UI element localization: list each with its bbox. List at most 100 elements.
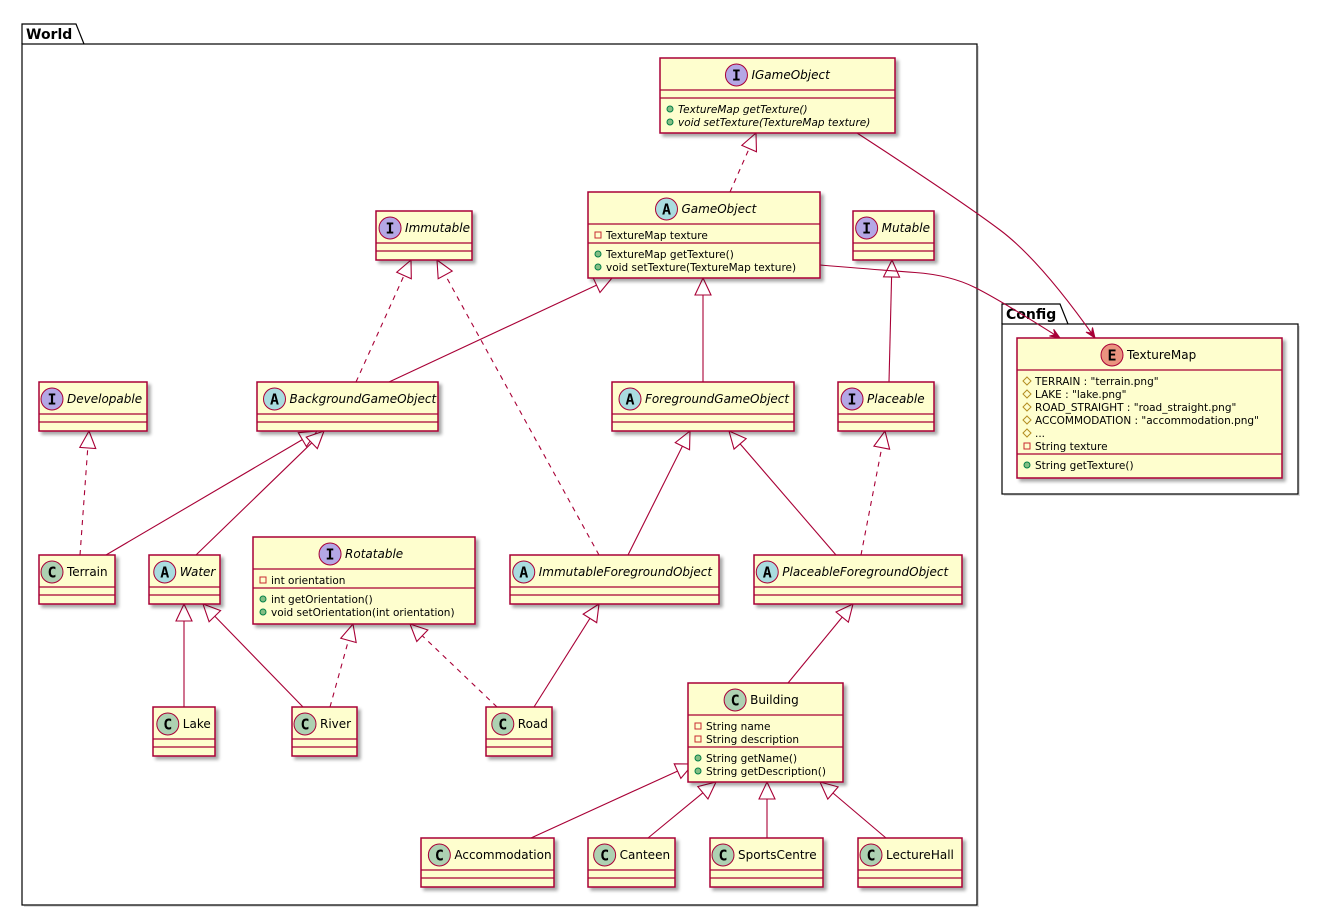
inheritance-arrowhead-icon xyxy=(395,258,412,280)
class-member: TextureMap getTexture() xyxy=(605,249,734,261)
class-name: Water xyxy=(180,565,217,579)
package-label: World xyxy=(26,27,72,43)
stereotype-letter: A xyxy=(625,391,634,409)
inheritance-arrowhead-icon xyxy=(674,429,691,451)
public-visibility-icon xyxy=(694,754,702,762)
class-name: PlaceableForegroundObject xyxy=(782,565,949,579)
relation-generalization-road-to-immutableforegroundobject xyxy=(533,602,600,708)
stereotype-letter: C xyxy=(731,692,740,710)
class-name: ForegroundGameObject xyxy=(645,392,790,406)
inheritance-arrowhead-icon xyxy=(728,430,748,451)
class-name: Mutable xyxy=(882,221,930,235)
relation-generalization-lake-to-water xyxy=(175,602,193,707)
class-name: Canteen xyxy=(620,848,670,862)
class-name: Terrain xyxy=(66,565,108,579)
inheritance-arrowhead-icon xyxy=(436,258,454,280)
class-member: String getName() xyxy=(706,753,797,765)
inheritance-arrowhead-icon xyxy=(339,622,357,644)
class-member: LAKE : "lake.png" xyxy=(1035,389,1127,401)
protected-visibility-icon xyxy=(1022,415,1032,425)
relation-generalization-lecturehall-to-building xyxy=(819,781,887,839)
class-name: IGameObject xyxy=(751,68,831,82)
interface-stereotype-icon: I xyxy=(378,216,402,240)
class-name: Placeable xyxy=(867,392,925,406)
class-member: String name xyxy=(706,721,770,733)
inheritance-arrowhead-icon xyxy=(409,623,429,643)
class-water[interactable]: A Water xyxy=(148,554,221,605)
class-member: TextureMap texture xyxy=(605,230,708,242)
abstract-stereotype-icon: A xyxy=(512,560,536,584)
stereotype-letter: A xyxy=(160,564,169,582)
stereotype-letter: I xyxy=(862,220,871,238)
inheritance-arrowhead-icon xyxy=(758,780,776,800)
public-visibility-icon xyxy=(666,118,674,126)
class-name: Building xyxy=(750,693,799,707)
abstract-stereotype-icon: A xyxy=(655,197,678,221)
private-visibility-icon xyxy=(694,722,702,730)
class-name: GameObject xyxy=(682,202,758,216)
public-visibility-icon xyxy=(694,767,702,775)
class-member: void setTexture(TextureMap texture) xyxy=(606,262,796,274)
relation-association-gameobject-to-texturemap xyxy=(819,264,1062,339)
stereotype-letter: A xyxy=(519,564,528,582)
class-name: Road xyxy=(518,717,548,731)
inheritance-arrowhead-icon xyxy=(740,131,758,153)
interface-stereotype-icon: I xyxy=(840,387,864,411)
class-stereotype-icon: C xyxy=(711,843,735,867)
protected-visibility-icon xyxy=(1022,376,1032,386)
public-visibility-icon xyxy=(666,105,674,113)
relation-generalization-foregroundgameobject-to-gameobject xyxy=(694,276,712,382)
public-visibility-icon xyxy=(594,250,602,258)
package-label: Config xyxy=(1006,307,1056,323)
inheritance-arrowhead-icon xyxy=(819,781,840,801)
inheritance-arrowhead-icon xyxy=(78,429,97,450)
relation-generalization-river-to-water xyxy=(202,603,304,708)
public-visibility-icon xyxy=(1023,461,1031,469)
relation-generalization-placeableforegroundobject-to-foregroundgameobject xyxy=(728,430,837,556)
class-member: TextureMap getTexture() xyxy=(678,104,808,116)
class-member: String getTexture() xyxy=(1035,460,1134,472)
stereotype-letter: C xyxy=(435,847,444,865)
relation-generalization-building-to-placeableforegroundobject xyxy=(787,603,854,684)
abstract-stereotype-icon: A xyxy=(263,387,286,411)
class-foreground-game-object[interactable]: A ForegroundGameObject xyxy=(611,381,795,432)
class-background-game-object[interactable]: A BackgroundGameObject xyxy=(256,381,439,432)
relation-generalization-immutableforegroundobject-to-foregroundgameobject xyxy=(627,429,691,556)
class-mutable[interactable]: I Mutable xyxy=(852,210,935,261)
class-stereotype-icon: C xyxy=(40,560,64,584)
inheritance-arrowhead-icon xyxy=(835,603,854,624)
stereotype-letter: C xyxy=(47,564,56,582)
class-name: BackgroundGameObject xyxy=(290,392,438,406)
public-visibility-icon xyxy=(259,608,267,616)
class-name: Lake xyxy=(183,717,211,731)
inheritance-arrowhead-icon xyxy=(305,430,325,450)
class-terrain[interactable]: C Terrain xyxy=(38,554,116,605)
association-arrowhead-icon xyxy=(1049,328,1062,339)
stereotype-letter: I xyxy=(47,391,56,409)
class-stereotype-icon: C xyxy=(491,712,515,736)
class-name: TextureMap xyxy=(1126,348,1196,362)
inheritance-arrowhead-icon xyxy=(872,429,891,450)
class-name: River xyxy=(320,717,351,731)
class-member: String texture xyxy=(1035,441,1108,453)
relation-generalization-placeable-to-mutable xyxy=(882,258,901,383)
